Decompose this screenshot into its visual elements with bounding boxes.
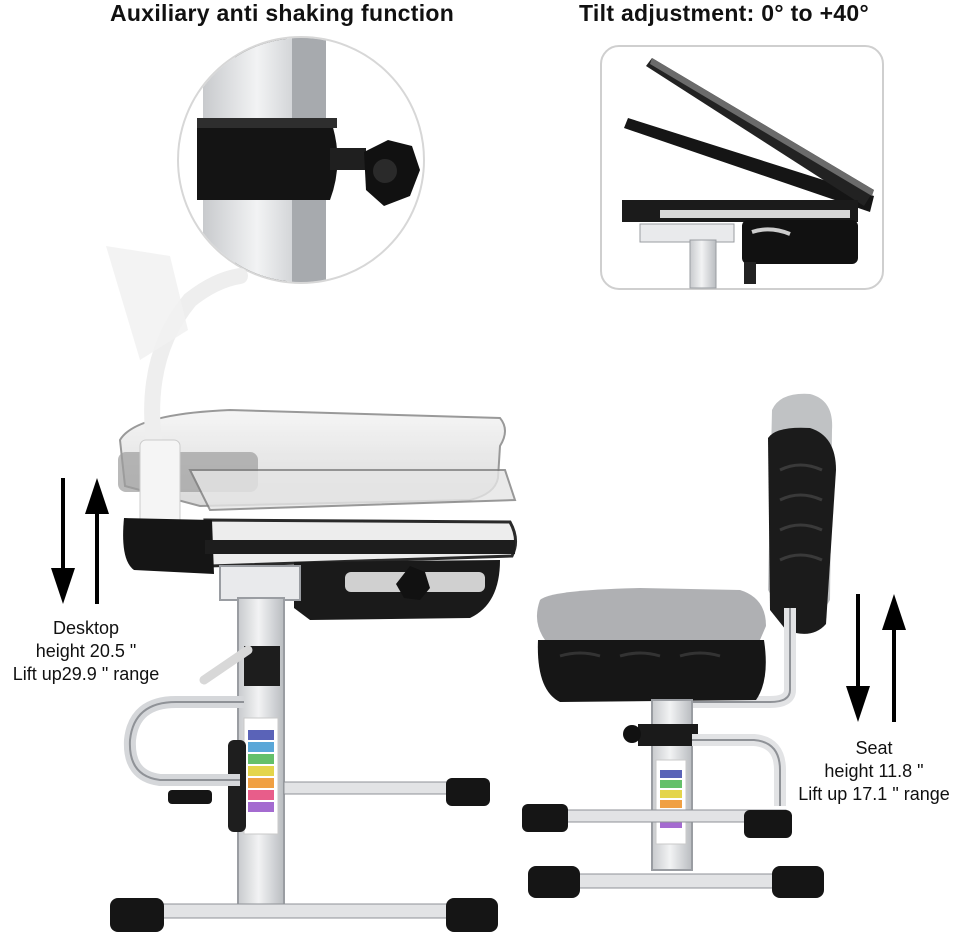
- chair-illustration: [522, 393, 836, 898]
- desk-caption-line1: Desktop: [52, 618, 120, 638]
- desk-height-arrows: [51, 478, 109, 604]
- desk-height-caption: Desktop height 20.5 " Lift up29.9 " rang…: [0, 617, 172, 686]
- tilt-detail-box: [600, 45, 884, 290]
- tilt-heading: Tilt adjustment: 0° to +40°: [579, 0, 869, 26]
- anti-shake-detail-circle: [177, 36, 425, 284]
- seat-caption-line1: Seat: [855, 738, 893, 758]
- desk-illustration: [106, 246, 517, 932]
- desk-caption-line2: height 20.5 ": [35, 641, 137, 661]
- seat-height-arrows: [846, 594, 906, 722]
- seat-caption-line3: Lift up 17.1 " range: [798, 784, 950, 804]
- anti-shake-heading: Auxiliary anti shaking function: [110, 0, 455, 26]
- seat-caption-line2: height 11.8 ": [824, 761, 924, 781]
- desk-caption-line3: Lift up29.9 " range: [12, 664, 160, 684]
- seat-height-caption: Seat height 11.8 " Lift up 17.1 " range: [780, 737, 968, 806]
